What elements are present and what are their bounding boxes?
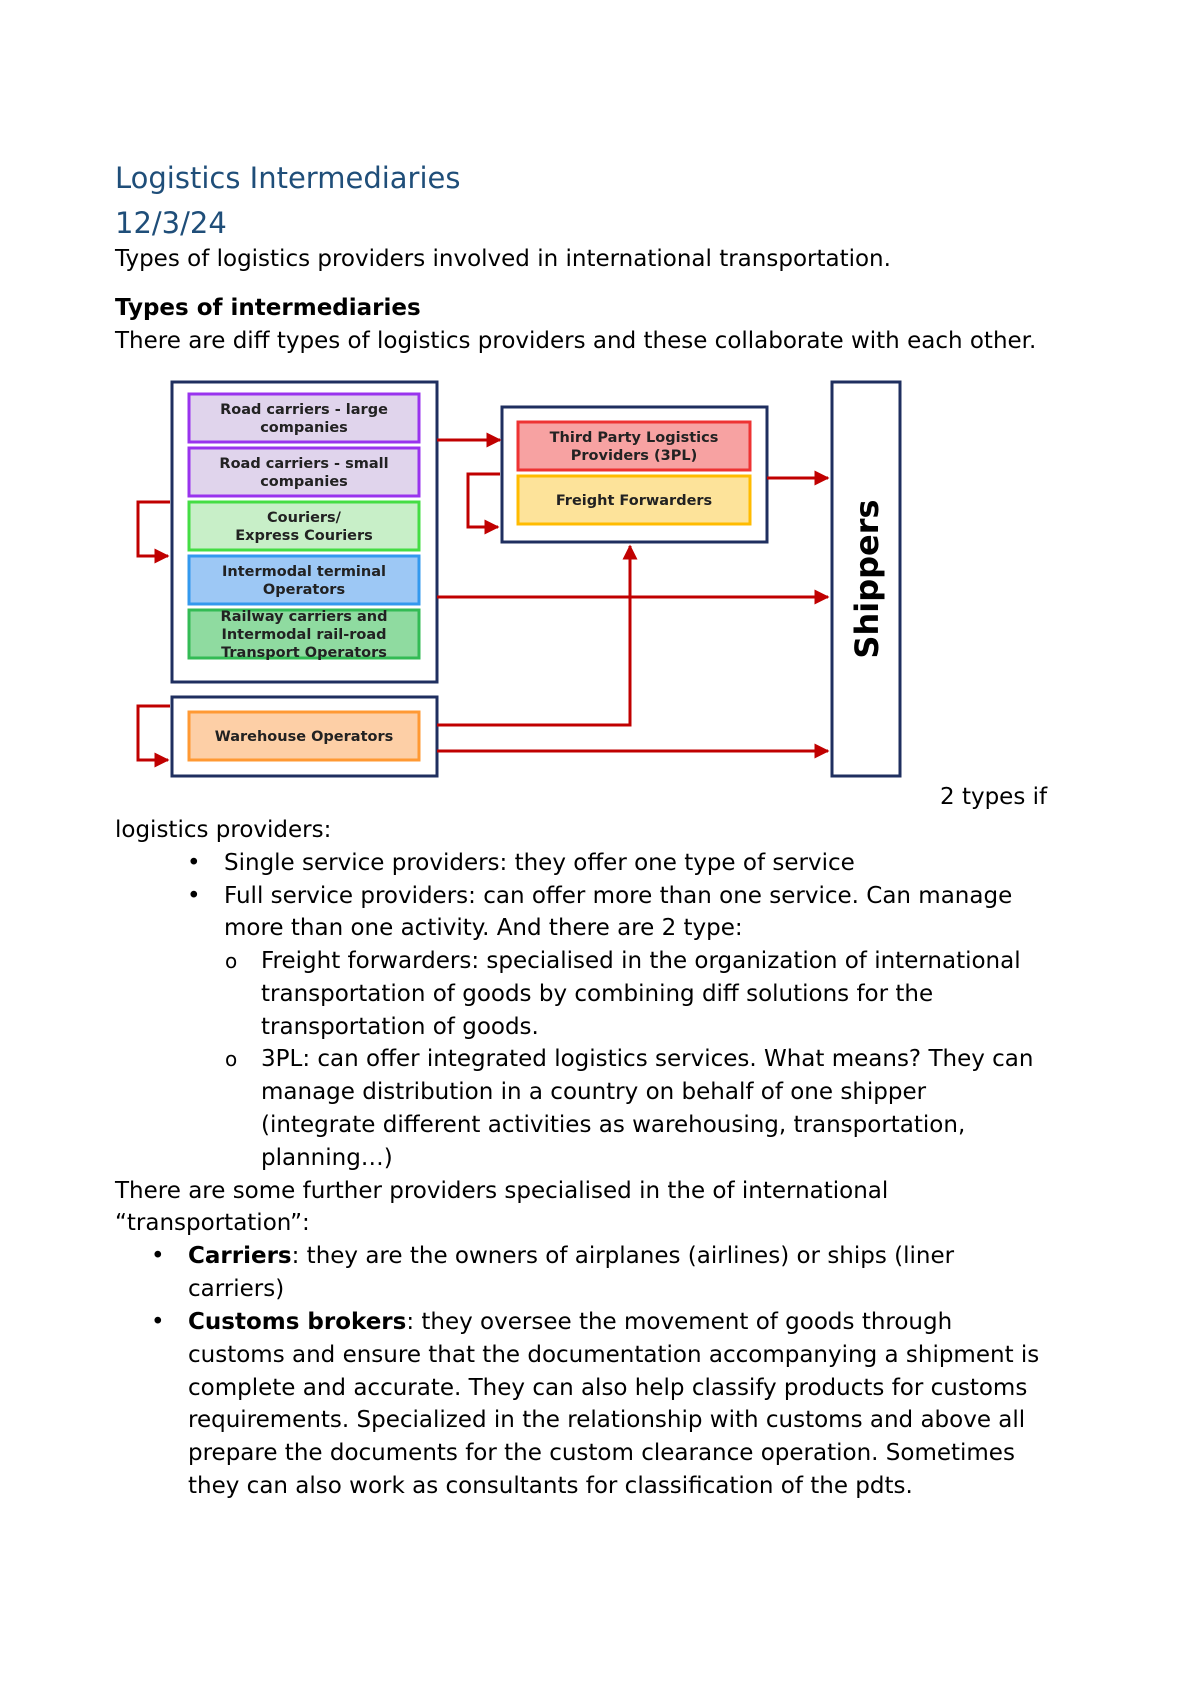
customs-desc-cont: prepare the documents for the custom cle… (188, 1440, 1015, 1466)
carriers-desc-cont: carriers) (188, 1276, 285, 1302)
document-title: Logistics Intermediaries (115, 161, 461, 195)
bullet-full-service-cont: more than one activity. And there are 2 … (224, 915, 743, 941)
box-road-large-label: companies (260, 420, 348, 436)
box-intermodal-terminal-rect (187, 554, 421, 606)
box-railway-label: Intermodal rail-road (221, 627, 386, 643)
caption-part1: 2 types if (940, 784, 1048, 810)
box-freight-forwarders: Freight Forwarders (516, 474, 752, 526)
sub-bullet-3pl-cont: planning…) (261, 1145, 393, 1171)
bullet-dot: • (151, 1243, 165, 1269)
box-couriers-rect (187, 500, 421, 552)
sub-bullet-forwarders: Freight forwarders: specialised in the o… (261, 948, 1021, 974)
sub-bullet-3pl: 3PL: can offer integrated logistics serv… (261, 1046, 1034, 1072)
arrow-warehouse-to-forwarders (437, 544, 638, 727)
box-freight-forwarders-rect (516, 474, 752, 526)
box-warehouse-operators: Warehouse Operators (187, 710, 421, 762)
arrow-middle-loop (466, 472, 500, 535)
flow-arrows (136, 432, 830, 768)
arrow-left-loop (136, 500, 170, 564)
bullet-dot: • (187, 883, 201, 909)
sub-bullet-marker: o (225, 1047, 238, 1071)
box-road-large: Road carriers - large companies (187, 392, 421, 444)
caption-part2: logistics providers: (115, 817, 332, 843)
box-couriers-label: Express Couriers (235, 528, 373, 544)
box-road-small-label: companies (260, 474, 348, 490)
bullet-single-service: Single service providers: they offer one… (224, 850, 855, 876)
carriers-item: Carriers: they are the owners of airplan… (188, 1240, 954, 1272)
shippers-frame (830, 380, 902, 778)
bullet-full-service: Full service providers: can offer more t… (224, 883, 1013, 909)
box-warehouse-operators-rect (187, 710, 421, 762)
box-road-small-rect (187, 446, 421, 498)
document-date: 12/3/24 (115, 206, 227, 240)
box-intermodal-terminal-label: Intermodal terminal (222, 564, 386, 580)
customs-desc-cont: complete and accurate. They can also hel… (188, 1375, 1028, 1401)
box-railway-rect (187, 608, 421, 660)
sub-bullet-forwarders-cont: transportation of goods. (261, 1014, 539, 1040)
customs-desc-cont: they can also work as consultants for cl… (188, 1473, 913, 1499)
box-3pl-label: Providers (3PL) (571, 448, 697, 464)
bullet-dot: • (151, 1309, 165, 1335)
customs-item: Customs brokers: they oversee the moveme… (188, 1306, 952, 1338)
customs-desc-cont: customs and ensure that the documentatio… (188, 1342, 1040, 1368)
further-text: There are some further providers special… (115, 1178, 889, 1204)
customs-desc-cont: requirements. Specialized in the relatio… (188, 1407, 1026, 1433)
further-text-cont: “transportation”: (115, 1210, 310, 1236)
box-freight-forwarders-label: Freight Forwarders (556, 493, 712, 509)
box-road-small: Road carriers - small companies (187, 446, 421, 498)
customs-desc: : they oversee the movement of goods thr… (406, 1309, 953, 1335)
customs-term: Customs brokers (188, 1309, 407, 1335)
box-road-large-label: Road carriers - large (220, 402, 388, 418)
box-3pl-label: Third Party Logistics (550, 430, 719, 446)
box-warehouse-operators-label: Warehouse Operators (215, 729, 394, 745)
sub-bullet-marker: o (225, 949, 238, 973)
intro-text: Types of logistics providers involved in… (115, 246, 891, 272)
box-railway-label: Railway carriers and (221, 609, 388, 625)
bullet-dot: • (187, 850, 201, 876)
carriers-term: Carriers (188, 1243, 292, 1269)
sub-bullet-3pl-cont: manage distribution in a country on beha… (261, 1079, 927, 1105)
box-intermodal-terminal-label: Operators (263, 582, 345, 598)
carriers-desc: : they are the owners of airplanes (airl… (291, 1243, 955, 1269)
section-text: There are diff types of logistics provid… (115, 328, 1037, 354)
sub-bullet-forwarders-cont: transportation of goods by combining dif… (261, 981, 934, 1007)
sub-bullet-3pl-cont: (integrate different activities as wareh… (261, 1112, 966, 1138)
section-heading: Types of intermediaries (115, 295, 421, 321)
box-couriers: Couriers/Express Couriers (187, 500, 421, 552)
box-road-large-rect (187, 392, 421, 444)
box-couriers-label: Couriers/ (267, 510, 342, 526)
arrow-warehouse-loop (136, 704, 170, 768)
box-road-small-label: Road carriers - small (219, 456, 388, 472)
box-railway-label: Transport Operators (221, 645, 387, 661)
box-3pl-rect (516, 420, 752, 472)
shippers-label: Shippers (848, 499, 886, 658)
